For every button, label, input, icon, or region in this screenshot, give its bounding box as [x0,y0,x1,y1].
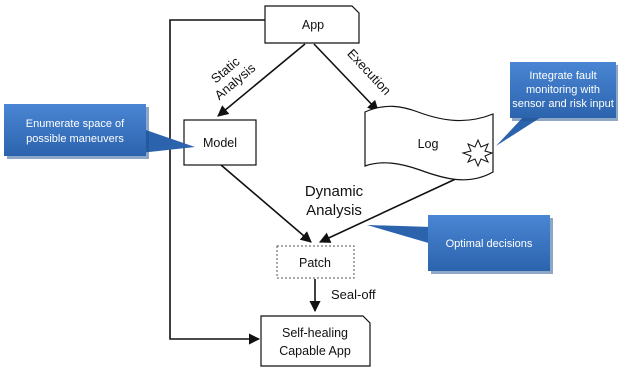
execution-label: Execution [344,46,394,98]
optimal-callout-label: Optimal decisions [446,238,533,250]
app-node [264,5,360,44]
self-healing-app-node [260,315,371,367]
integrate-callout-line1: Integrate fault [529,70,596,82]
callout-enumerate: Enumerate space of possible maneuvers [4,104,195,159]
seal-off-label: Seal-off [331,287,376,302]
app-label: App [302,18,324,32]
enumerate-callout-line1: Enumerate space of [26,118,125,130]
log-label: Log [418,137,439,151]
edge-model-to-patch [220,164,312,243]
edge-app-to-self-healing [169,19,265,345]
patch-label: Patch [299,256,331,270]
self-healing-label-line1: Self-healing [282,326,348,340]
log-node [364,105,494,181]
dynamic-analysis-label-line2: Analysis [306,202,362,219]
edge-log-to-patch [318,169,476,243]
callout-integrate: Integrate fault monitoring with sensor a… [496,62,618,146]
edge-execution [313,43,379,112]
patch-node [276,245,355,279]
integrate-callout-line2: monitoring with [526,84,600,96]
integrate-callout-line3: sensor and risk input [512,98,614,110]
dynamic-analysis-label-line1: Dynamic [305,183,364,200]
enumerate-callout-line2: possible maneuvers [26,133,124,145]
edge-static-analysis [217,43,306,117]
callout-optimal: Optimal decisions [367,215,553,274]
model-node [183,119,257,166]
self-healing-label-line2: Capable App [279,344,351,358]
fault-burst-icon [461,138,494,168]
model-label: Model [203,136,237,150]
